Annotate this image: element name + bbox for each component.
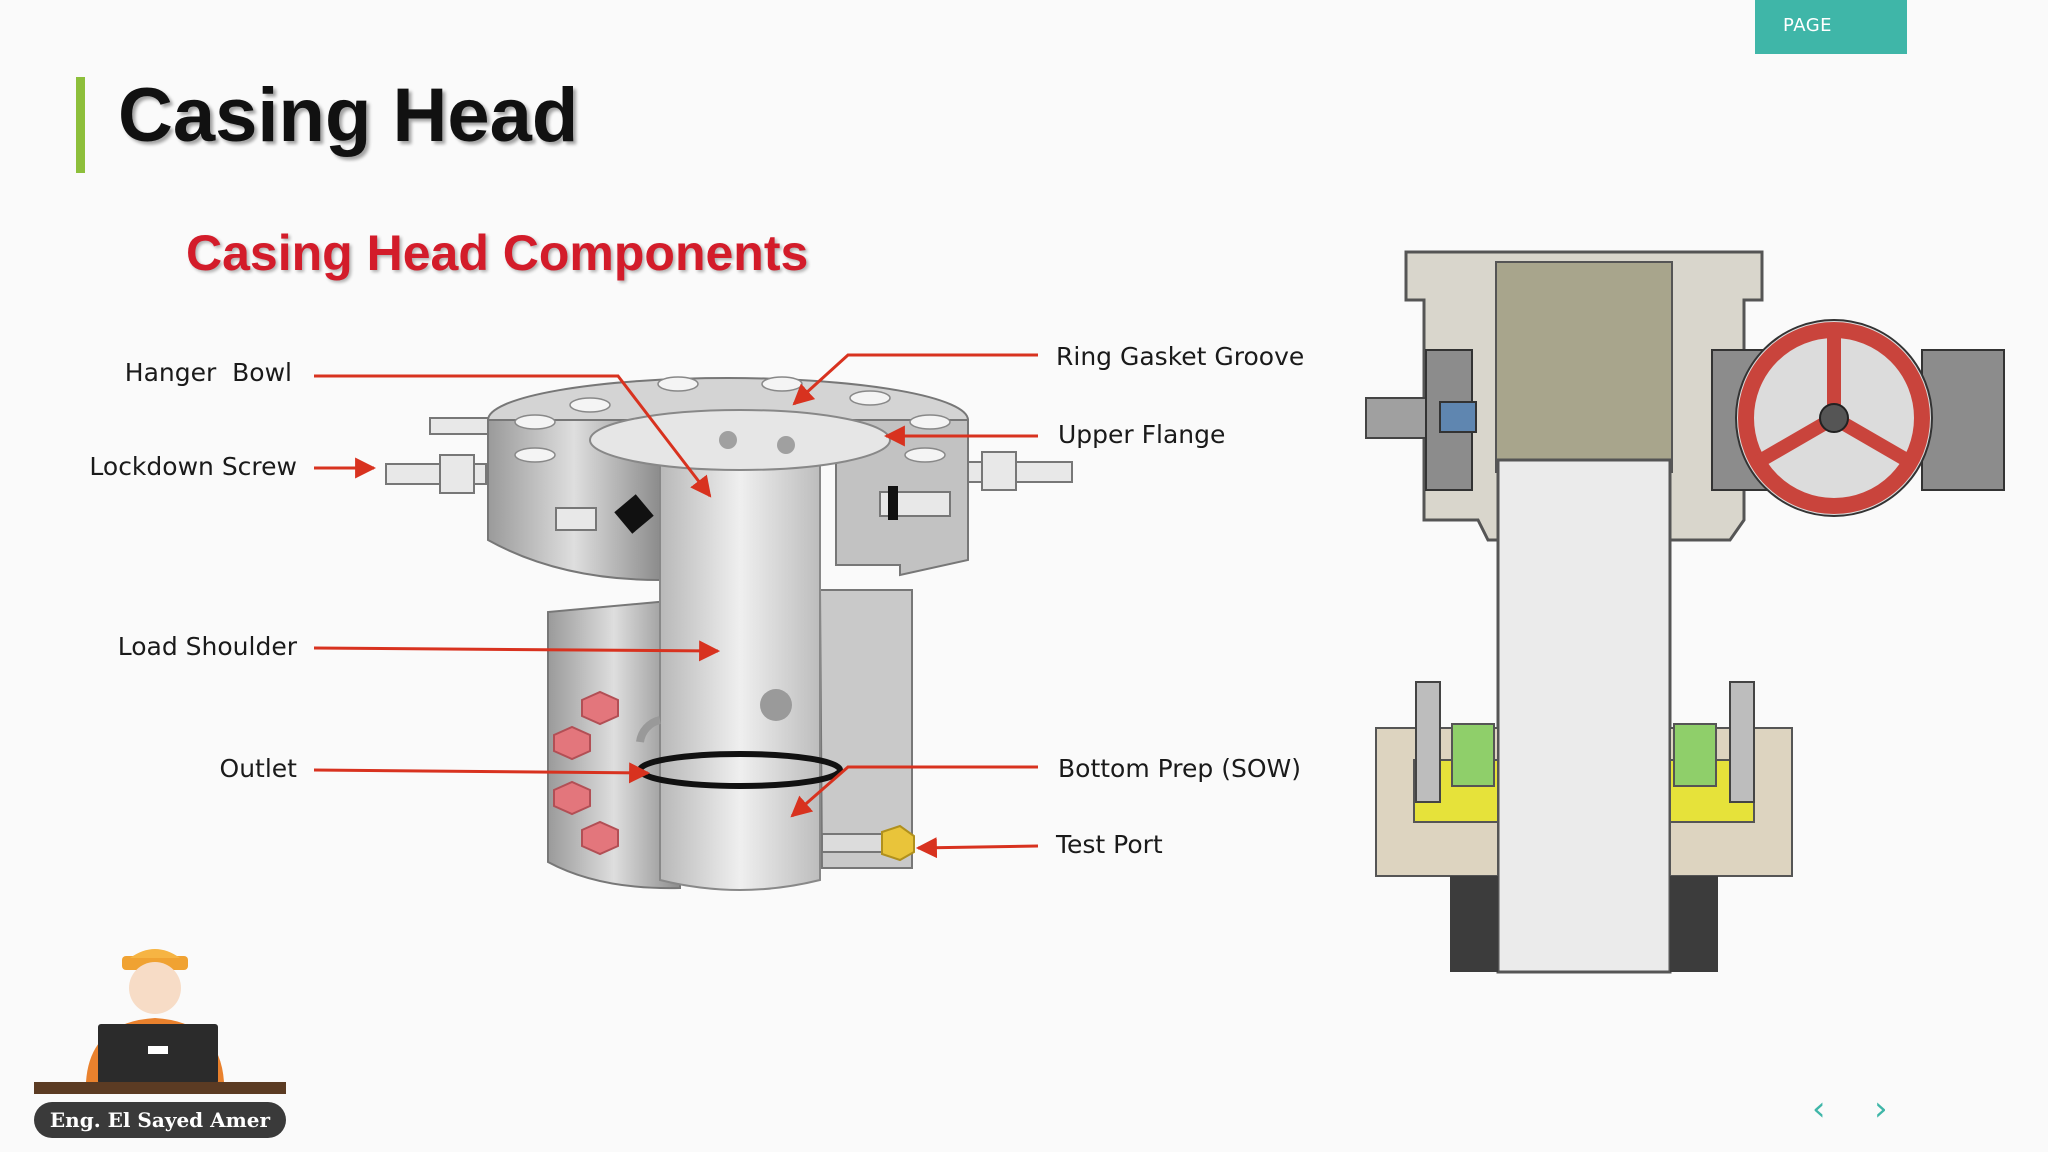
author-badge: Eng. El Sayed Amer [34, 1102, 286, 1138]
engineer-avatar-icon [34, 949, 286, 1094]
title-accent-bar [76, 77, 85, 173]
label-upper-flange: Upper Flange [1058, 420, 1226, 449]
page-title: Casing Head [118, 73, 579, 158]
next-slide-button[interactable]: › [1874, 1092, 1888, 1126]
label-lockdown-screw: Lockdown Screw [89, 452, 297, 481]
label-load-shoulder: Load Shoulder [117, 632, 297, 661]
section-subtitle: Casing Head Components [186, 225, 809, 281]
label-outlet: Outlet [219, 754, 297, 783]
label-hanger-bowl: Hanger Bowl [124, 358, 292, 387]
chevron-right-icon[interactable]: › [1874, 1089, 1888, 1129]
label-test-port: Test Port [1056, 830, 1163, 859]
label-bottom-prep: Bottom Prep (SOW) [1058, 754, 1301, 783]
page-tab[interactable]: PAGE [1755, 0, 1907, 54]
casing-head-cutaway [385, 376, 1073, 891]
chevron-left-icon[interactable]: ‹ [1812, 1089, 1826, 1129]
casing-head-section-view [1365, 250, 2005, 974]
prev-slide-button[interactable]: ‹ [1812, 1092, 1826, 1126]
label-ring-gasket-groove: Ring Gasket Groove [1056, 342, 1305, 371]
callout-leaders [313, 353, 1039, 859]
